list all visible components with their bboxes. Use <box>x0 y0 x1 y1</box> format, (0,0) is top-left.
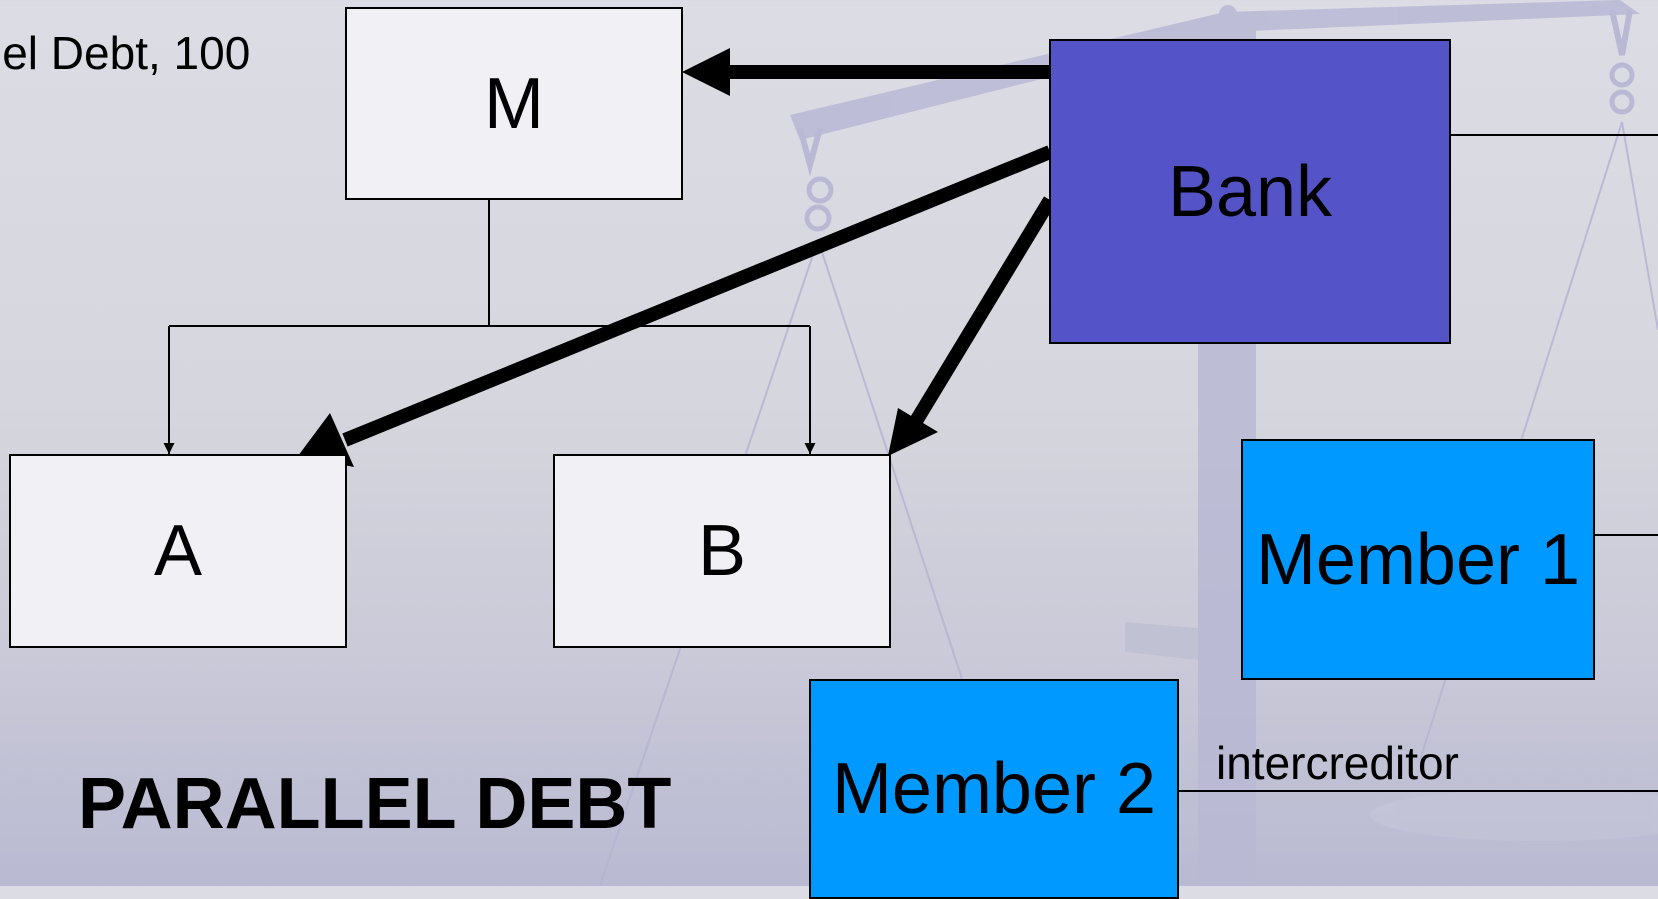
member-1-box: Member 1 <box>1241 439 1595 680</box>
company-m-box: M <box>345 7 683 200</box>
company-a-label: A <box>153 511 203 591</box>
company-a-box: A <box>9 454 347 648</box>
intercreditor-bracket <box>1178 134 1658 792</box>
intercreditor-label: intercreditor <box>1216 737 1459 789</box>
company-m-label: M <box>484 63 544 144</box>
bank-to-a-arrow <box>298 145 1053 467</box>
parallel-debt-amount-label: lel Debt, 100 <box>0 27 251 79</box>
group-structure-connectors <box>163 199 816 454</box>
bank-label: Bank <box>1167 151 1333 232</box>
bank-box: Bank <box>1049 39 1451 344</box>
slide-title: PARALLEL DEBT <box>78 764 672 844</box>
member-2-box: Member 2 <box>809 679 1179 899</box>
company-b-box: B <box>553 454 891 648</box>
member-1-label: Member 1 <box>1255 519 1581 600</box>
company-b-label: B <box>697 511 747 591</box>
member-2-label: Member 2 <box>831 749 1157 829</box>
bank-to-b-arrow <box>888 196 1056 456</box>
bank-to-m-arrow <box>682 48 1050 96</box>
